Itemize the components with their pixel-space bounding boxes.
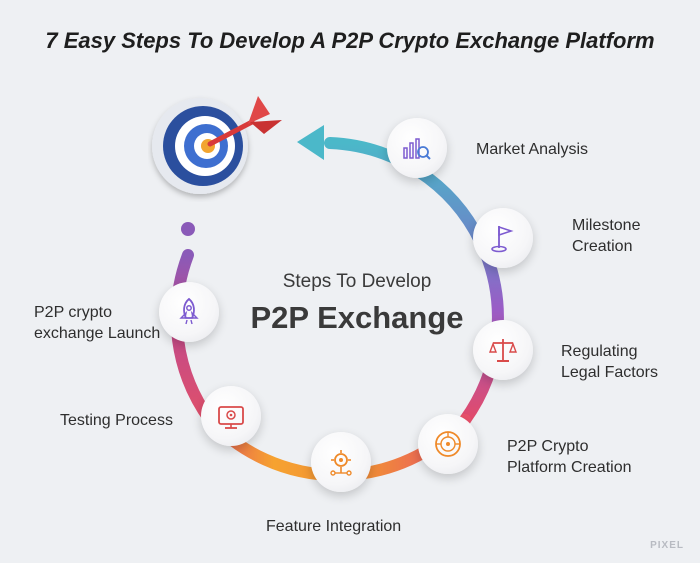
flag-icon — [491, 225, 514, 253]
testing-screen-icon — [218, 406, 244, 429]
step-node-feature-integration — [311, 432, 371, 492]
step-node-exchange-launch — [159, 282, 219, 342]
rocket-icon — [179, 297, 199, 325]
brand-watermark: PIXEL — [650, 540, 684, 551]
chart-magnifier-icon — [403, 138, 431, 160]
step-node-regulating-legal-factors — [473, 320, 533, 380]
step-node-milestone-creation — [473, 208, 533, 268]
step-label-feature-integration: Feature Integration — [266, 518, 402, 535]
step-node-testing-process — [201, 386, 261, 446]
center-title: P2P Exchange — [250, 300, 464, 335]
scales-icon — [488, 339, 518, 362]
page-title: 7 Easy Steps To Develop A P2P Crypto Exc… — [45, 28, 655, 53]
step-label-market-analysis: Market Analysis — [476, 141, 589, 158]
step-node-platform-creation — [418, 414, 478, 474]
dartboard-icon — [152, 96, 282, 194]
center-subtitle: Steps To Develop — [282, 271, 432, 292]
ring-arrow-head — [297, 125, 324, 160]
circuit-coin-icon — [435, 431, 461, 457]
step-node-market-analysis — [387, 118, 447, 178]
ring-end-dot — [181, 222, 195, 236]
step-label-testing-process: Testing Process — [60, 412, 173, 429]
gear-network-icon — [330, 450, 352, 476]
